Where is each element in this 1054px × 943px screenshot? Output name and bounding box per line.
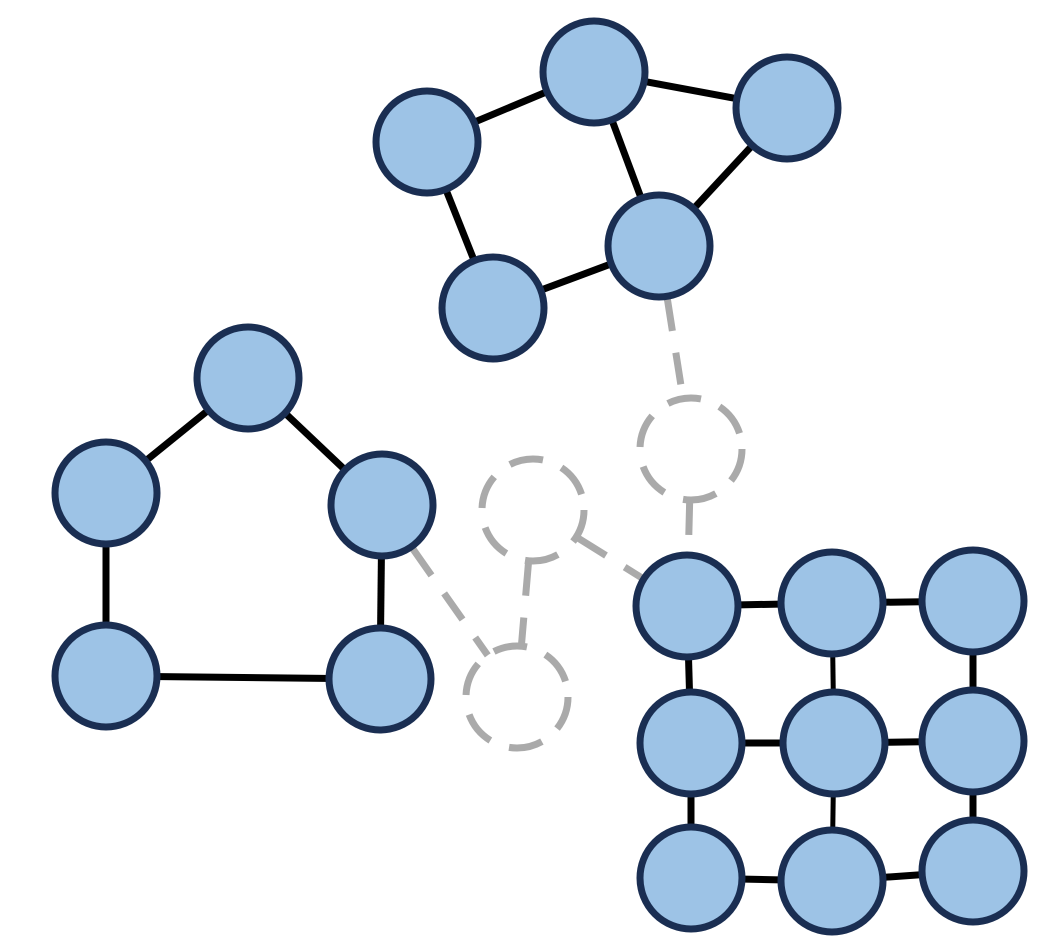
node-g13 [918, 546, 1028, 656]
ghost-node-c3 [462, 642, 572, 752]
node-l2 [51, 438, 161, 548]
node-l5 [325, 624, 435, 734]
ghost-edge-l3-c3 [379, 502, 520, 700]
node-t1 [372, 87, 482, 197]
node-l4 [51, 621, 161, 731]
node-g23 [918, 686, 1028, 796]
node-g12 [777, 548, 887, 658]
ghost-nodes [462, 394, 746, 752]
node-t3 [732, 53, 842, 163]
node-g33 [918, 816, 1028, 926]
node-g32 [777, 826, 887, 936]
node-g31 [636, 823, 746, 933]
node-t5 [438, 253, 548, 363]
ghost-node-c1 [636, 394, 746, 504]
node-t2 [539, 17, 649, 127]
node-g11 [632, 551, 742, 661]
node-l3 [327, 450, 437, 560]
ghost-node-c2 [478, 455, 588, 565]
graph-nodes [51, 17, 1028, 936]
node-g21 [636, 688, 746, 798]
node-t4 [604, 191, 714, 301]
node-g22 [779, 688, 889, 798]
node-l1 [193, 323, 303, 433]
